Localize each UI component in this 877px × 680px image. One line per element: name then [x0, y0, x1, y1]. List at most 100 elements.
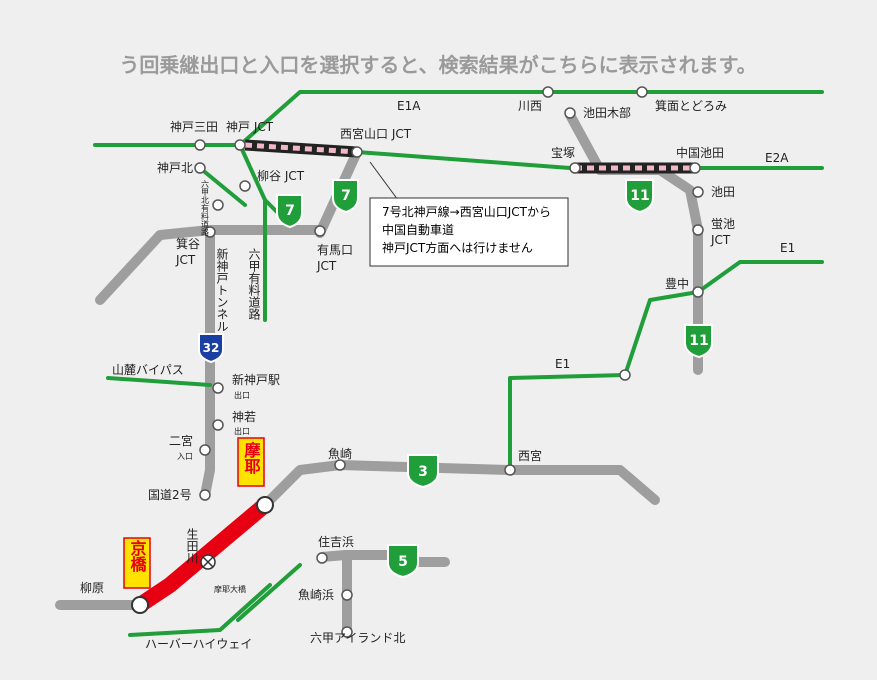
label-kanwaka: 神若 [232, 410, 256, 424]
label-hakodani-jct: JCT [175, 253, 196, 267]
road-sanroku [106, 376, 212, 387]
road-e1 [508, 260, 824, 472]
shield-32-label: 32 [203, 341, 220, 355]
label-ikedakibe: 池田木部 [583, 105, 631, 120]
labels: E1A E2A E1 E1 神戸三田 神戸 JCT 西宮山口 JCT 神戸北 柳… [80, 99, 795, 651]
node-kyobashi[interactable] [131, 596, 149, 614]
nodes [131, 86, 704, 638]
label-yanagihara: 柳原 [80, 581, 104, 595]
node-rokko-island[interactable] [341, 626, 353, 638]
sign-kyobashi-text: 京橋 [128, 539, 147, 573]
label-uozakihama: 魚崎浜 [298, 588, 334, 602]
selected-route [132, 497, 273, 613]
label-sumiyoshihama: 住吉浜 [318, 535, 354, 549]
sign-maya: 摩耶 [237, 437, 265, 487]
label-minoh: 箕面とどろみ [655, 99, 727, 113]
node-uozaki[interactable] [334, 459, 346, 471]
label-ninomiya: 二宮 [169, 433, 193, 448]
node-karato[interactable] [212, 199, 224, 211]
road-harbor-1 [128, 583, 272, 637]
label-takarazuka: 宝塚 [551, 146, 575, 160]
label-arimaguchi: 有馬口 [317, 243, 353, 257]
label-karato: 六甲北有料道路 [201, 179, 210, 236]
blocked-kobe-nishinomiya [244, 142, 358, 155]
label-ninomiya-iriguchi: 入口 [177, 452, 193, 461]
label-nishinomiya: 西宮 [518, 448, 542, 463]
note-callout: 7号北神戸線→西宮山口JCTから 中国自動車道 神戸JCT方面へは行けません [369, 161, 569, 267]
label-kawanishi: 川西 [518, 99, 542, 113]
label-ikuta: 生田川 [185, 528, 199, 564]
shield-3-label: 3 [418, 464, 428, 480]
shield-3: 3 [407, 454, 439, 489]
label-arimaguchi-jct: JCT [316, 259, 337, 273]
note-line1: 7号北神戸線→西宮山口JCTから [382, 204, 551, 219]
node-nishinomiya-yamaguchi[interactable] [351, 146, 363, 158]
label-ikeda: 池田 [711, 185, 735, 199]
label-chugoku-ikeda: 中国池田 [676, 145, 724, 160]
node-hotarugaike[interactable] [692, 224, 704, 236]
node-ikeda[interactable] [692, 186, 704, 198]
label-rokko-island: 六甲アイランド北 [310, 631, 405, 645]
sign-maya-text: 摩耶 [242, 441, 261, 475]
road-kobe-kita [198, 166, 247, 207]
node-hakodani[interactable] [204, 226, 216, 238]
label-uozaki: 魚崎 [328, 447, 352, 461]
node-e1-west[interactable] [619, 369, 631, 381]
label-maya-ohashi: 摩耶大橋 [214, 584, 246, 594]
label-kobe-jct: 神戸 JCT [226, 120, 274, 134]
shield-7a-label: 7 [285, 203, 295, 219]
label-harbor-highway: ハーバーハイウェイ [145, 637, 252, 651]
road-harbor-2 [236, 563, 302, 622]
shield-5-label: 5 [398, 554, 408, 570]
node-uozakihama[interactable] [341, 589, 353, 601]
node-nishinomiya[interactable] [504, 464, 516, 476]
label-shinkobe-tunnel: 新神戸トンネル [215, 247, 229, 332]
label-hotarugaike: 蛍池 [711, 217, 735, 231]
label-kokudo2: 国道2号 [148, 488, 192, 502]
label-e2a: E2A [765, 151, 789, 165]
sign-kyobashi: 京橋 [123, 537, 151, 589]
node-takarazuka[interactable] [569, 162, 581, 174]
label-shinkobe-eki: 新神戸駅 [232, 372, 280, 387]
label-rokko-yuryo: 六甲有料道路 [247, 248, 261, 321]
node-ikedakibe[interactable] [564, 107, 576, 119]
node-kobe-jct[interactable] [234, 139, 246, 151]
node-kobe-kita[interactable] [194, 162, 206, 174]
node-shinkobe-eki[interactable] [212, 382, 224, 394]
node-maya[interactable] [256, 496, 274, 514]
node-minoh[interactable] [636, 86, 648, 98]
node-kanwaka[interactable] [212, 419, 224, 431]
label-shinkobe-deguchi: 出口 [234, 390, 250, 400]
road-11 [565, 110, 703, 375]
node-chugoku-ikeda[interactable] [689, 162, 701, 174]
label-e1a: E1A [397, 99, 421, 113]
node-kobe-sanda[interactable] [194, 139, 206, 151]
node-sumiyoshihama[interactable] [316, 552, 328, 564]
node-ninomiya[interactable] [199, 444, 211, 456]
node-kawanishi[interactable] [542, 86, 554, 98]
blocked-segments [244, 139, 695, 174]
shield-11b: 11 [684, 324, 713, 359]
label-e1-west: E1 [555, 357, 570, 371]
label-kobe-kita: 神戸北 [157, 161, 193, 175]
label-sanroku: 山麓バイパス [112, 363, 184, 377]
node-toyonaka[interactable] [692, 286, 704, 298]
shield-32: 32 [198, 333, 224, 364]
shield-7a: 7 [276, 194, 303, 229]
shield-7b-label: 7 [341, 188, 351, 204]
road-e1a [93, 90, 824, 147]
label-e1-east: E1 [780, 241, 795, 255]
node-kokudo2[interactable] [199, 489, 211, 501]
label-nishinomiya-yamaguchi: 西宮山口 JCT [340, 126, 412, 141]
road-32 [200, 225, 215, 500]
note-line3: 神戸JCT方面へは行けません [382, 240, 533, 255]
map-instruction-title: う回乗継出口と入口を選択すると、検索結果がこちらに表示されます。 [119, 53, 756, 77]
shield-11a: 11 [625, 179, 654, 214]
node-ikuta-closed [200, 554, 216, 570]
label-yanagitani: 柳谷 JCT [257, 169, 305, 183]
node-yanagitani[interactable] [239, 180, 251, 192]
label-kanwaka-deguchi: 出口 [234, 426, 250, 436]
node-arimaguchi[interactable] [314, 225, 326, 237]
label-hotarugaike-jct: JCT [710, 233, 731, 247]
